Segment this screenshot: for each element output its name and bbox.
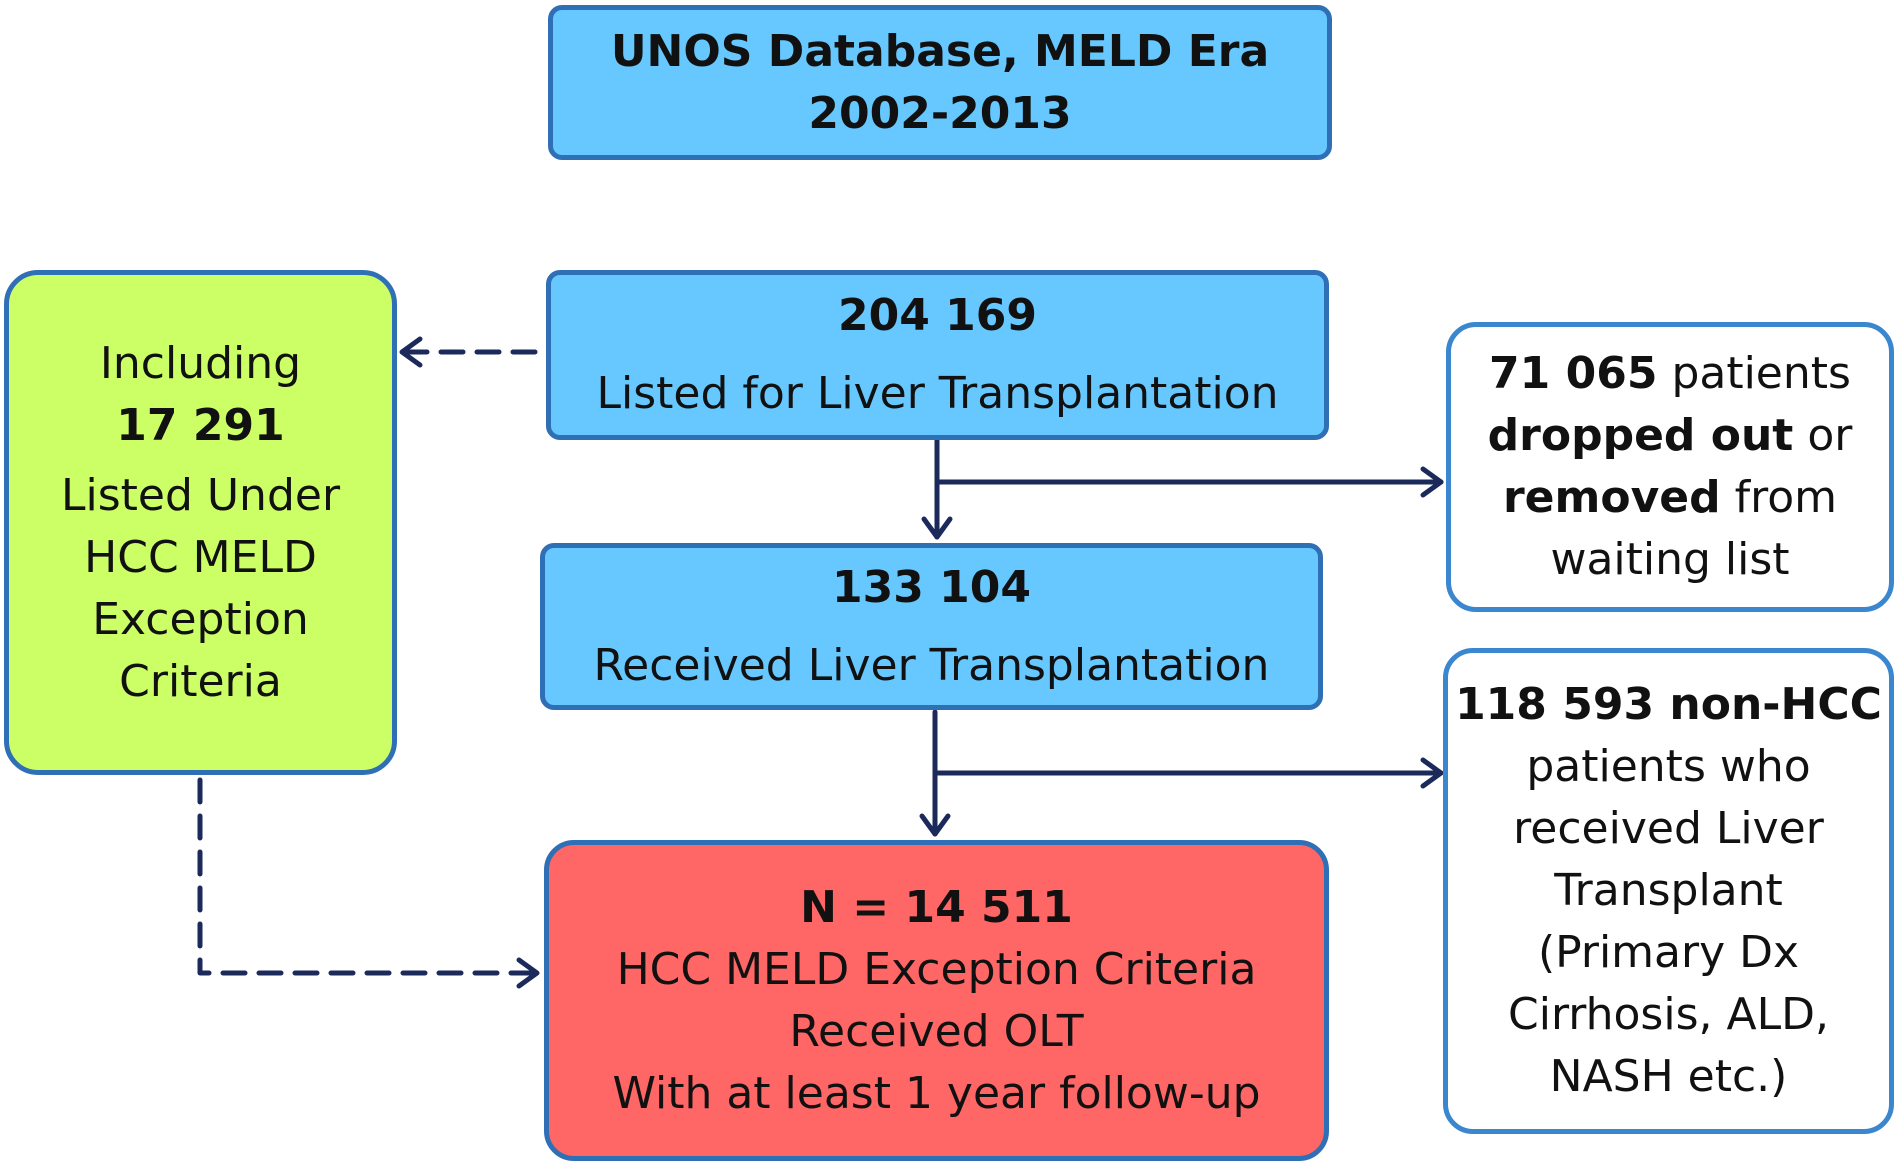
source-database-box: UNOS Database, MELD Era 2002-2013 [548,5,1332,160]
final-line3: With at least 1 year follow-up [612,1067,1261,1119]
hcc-line4: Criteria [119,655,282,707]
nonhcc-count: 118 593 non-HCC [1455,679,1882,730]
final-cohort-box: N = 14 511 HCC MELD Exception Criteria R… [544,840,1329,1161]
hcc-prefix: Including [99,337,302,389]
hcc-count: 17 291 [116,399,285,451]
hcc-line1: Listed Under [60,469,341,521]
listed-count: 204 169 [837,290,1037,341]
dashed-arrow-hcc-to-final [197,777,538,976]
source-title-line1: UNOS Database, MELD Era [610,25,1270,77]
dropout-text-removed: removed [1502,472,1721,523]
nonhcc-line5: Cirrhosis, ALD, [1508,989,1829,1040]
arrowhead-right-nonhcc [1420,757,1444,789]
dropout-text-patients: patients [1657,348,1851,399]
dropout-text-dropped-out: dropped out [1487,410,1794,461]
final-line1: HCC MELD Exception Criteria [616,943,1257,995]
nonhcc-line2: received Liver [1513,803,1824,854]
hcc-line3: Exception [92,593,309,645]
nonhcc-line1: patients who [1526,741,1811,792]
final-count: N = 14 511 [800,881,1073,933]
arrowhead-down-received [921,516,953,540]
dropout-line1: 71 065 patients [1489,343,1851,405]
received-box: 133 104 Received Liver Transplantation [540,543,1323,710]
dropout-text-from: from [1720,472,1838,523]
dropout-line3: removed from [1503,467,1837,529]
nonhcc-line6: NASH etc.) [1549,1051,1788,1102]
nonhcc-line4: (Primary Dx [1537,927,1800,978]
source-title-line2: 2002-2013 [808,87,1072,139]
listed-box: 204 169 Listed for Liver Transplantation [546,270,1329,440]
final-line2: Received OLT [789,1005,1084,1057]
dropout-line4: waiting list [1550,534,1790,585]
non-hcc-box: 118 593 non-HCC patients who received Li… [1443,648,1894,1134]
nonhcc-line3: Transplant [1554,865,1783,916]
received-label: Received Liver Transplantation [593,639,1270,691]
arrowhead-right-dropout [1420,466,1444,498]
dropout-box: 71 065 patients dropped out or removed f… [1446,322,1894,612]
received-count: 133 104 [831,561,1031,613]
hcc-line2: HCC MELD [84,531,317,583]
dropout-line2: dropped out or [1488,405,1853,467]
dropout-count: 71 065 [1489,348,1658,399]
dropout-text-or: or [1793,410,1853,461]
arrowhead-right-final [516,957,540,989]
arrowhead-left [399,336,423,368]
arrowhead-down-final [919,813,951,837]
listed-label: Listed for Liver Transplantation [596,368,1279,419]
hcc-listed-box: Including 17 291 Listed Under HCC MELD E… [4,270,397,775]
